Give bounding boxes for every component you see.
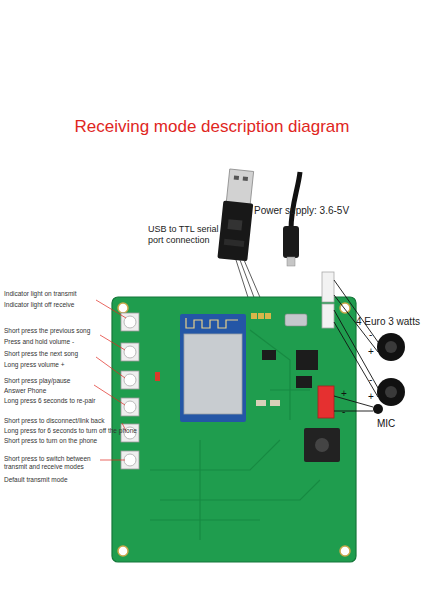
led [155,372,160,381]
polarity-mark: - [342,406,345,419]
module-shield [184,334,242,414]
button-note: Default transmit mode [4,476,68,484]
polarity-mark: + [341,388,347,401]
usb-cable [291,172,300,230]
mic-symbol [373,404,383,414]
diagram-title: Receiving mode description diagram [0,116,424,137]
mount-hole [118,303,350,556]
connection-note: USB to TTL serial port connection [148,224,226,247]
polarity-mark: + [368,346,374,359]
speaker-connector [322,272,334,302]
button-note: Long press for 6 seconds to turn off the… [4,427,137,435]
chip [296,376,312,388]
mic-label: MIC [377,418,395,431]
speaker-spec: 4 Euro 3 watts [356,316,420,329]
speaker-cone [385,386,397,398]
speaker-connector [322,304,334,328]
cable-connector [287,257,295,266]
polarity-mark: + [368,391,374,404]
pcb-board [112,297,356,562]
speaker-symbol [377,333,405,361]
bluetooth-module [180,314,246,422]
pcb-traces [150,330,320,540]
leader-lines [94,300,126,460]
speaker-symbol [377,378,405,406]
speaker-cone [385,341,397,353]
audio-jack-hole [315,438,329,452]
button-note: Short press to switch between transmit a… [4,455,112,471]
mic-connector [318,386,334,418]
amp-chip [296,350,318,370]
button-note: Answer Phone [4,387,46,395]
chip [262,350,276,360]
module-antenna [186,318,238,328]
audio-jack [304,428,340,462]
speaker-wires [334,280,378,411]
smd-part [270,400,280,406]
button-note: Short press the previous song [4,327,90,335]
power-note: Power supply: 3.6-5V [254,205,349,218]
polarity-mark: - [369,329,372,342]
header-pins [251,313,271,319]
button-note: Long press volume + [4,361,65,369]
button-note: Short press play/pause [4,377,70,385]
button-note: Indicator light off receive [4,301,74,309]
button-note: Long press 6 seconds to re-pair [4,397,95,405]
push-buttons [121,313,139,469]
button-note: Short press to turn on the phone [4,437,97,445]
button-note: Short press the next song [4,350,78,358]
polarity-mark: - [369,374,372,387]
micro-usb-port [285,314,307,326]
smd-part [256,400,266,406]
cable-plug [283,226,299,258]
button-note: Press and hold volume - [4,338,74,346]
button-note: Indicator light on transmit [4,290,77,298]
button-note: Short press to disconnect/link back [4,417,104,425]
usb-ttl-dongle [217,169,256,262]
